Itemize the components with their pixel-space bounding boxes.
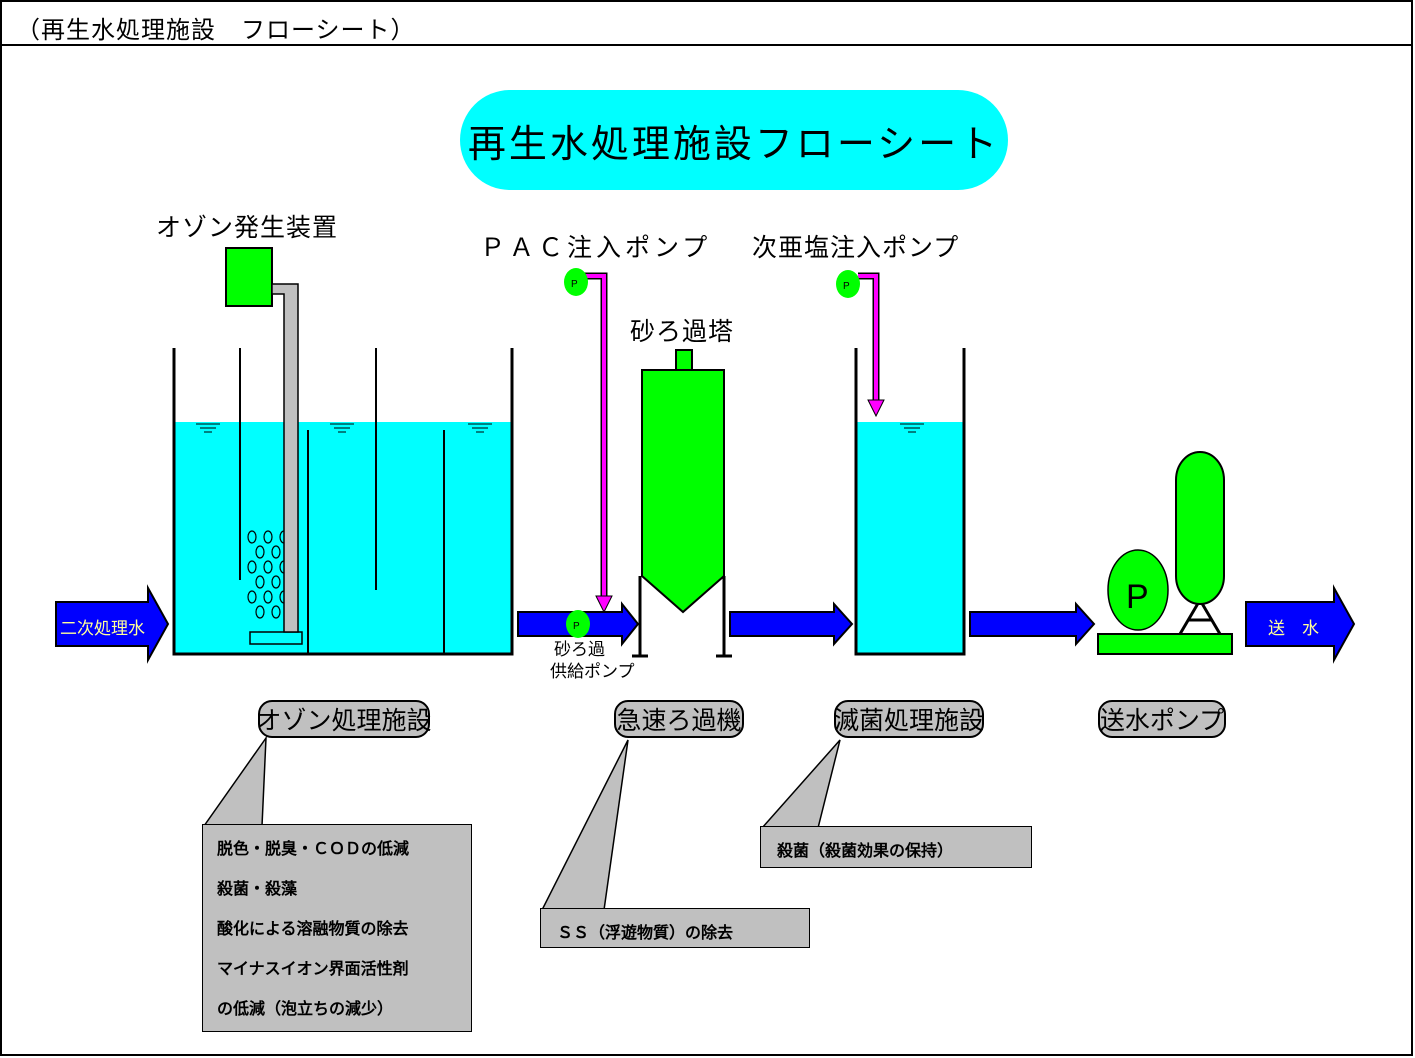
stage-ozone-treatment: オゾン処理施設 (257, 700, 432, 738)
header-frame: （再生水処理施設 フローシート） (0, 0, 1413, 46)
svg-text:P: P (573, 621, 580, 632)
hypochlorite-pump-label: 次亜塩注入ポンプ (752, 233, 960, 262)
svg-text:P: P (1126, 578, 1149, 616)
arrow-to-disinfection (729, 601, 854, 647)
ozone-bubbles (247, 530, 295, 619)
pac-injection-line (584, 272, 613, 614)
callout-ozone-line: 酸化による溶融物質の除去 (217, 919, 409, 938)
disinfection-tank (854, 348, 966, 656)
callout-ozone-line: の低減（泡立ちの減少） (217, 999, 394, 1018)
outlet-label: 送 水 (1268, 619, 1319, 639)
flow-arrows (55, 584, 1356, 664)
page-title: （再生水処理施設 フローシート） (16, 16, 416, 44)
sand-feed-pump-label-2: 供給ポンプ (550, 662, 635, 682)
sand-filter-tower (632, 349, 732, 658)
diagram-banner-title: 再生水処理施設フローシート (460, 90, 1008, 190)
callout-filter-line: ＳＳ（浮遊物質）の除去 (557, 923, 734, 942)
ozone-tank (172, 348, 514, 656)
callout-disinfection-line: 殺菌（殺菌効果の保持） (777, 841, 954, 860)
inlet-label: 二次処理水 (60, 619, 145, 639)
callout-filter: ＳＳ（浮遊物質）の除去 (540, 908, 810, 948)
ozone-generator-label: オゾン発生装置 (156, 213, 339, 242)
stage-disinfection: 滅菌処理施設 (834, 700, 984, 738)
sand-feed-pump-label-1: 砂ろ過 (554, 640, 605, 660)
svg-text:P: P (571, 279, 578, 290)
callout-ozone-line: 脱色・脱臭・ＣＯＤの低減 (217, 839, 410, 858)
callout-ozone-line: 殺菌・殺藻 (217, 879, 298, 898)
arrow-to-pump (969, 601, 1096, 647)
callout-ozone: 脱色・脱臭・ＣＯＤの低減 殺菌・殺藻 酸化による溶融物質の除去 マイナスイオン界… (202, 824, 472, 1032)
transfer-pump (1097, 451, 1233, 655)
pump-icon (564, 268, 860, 638)
stage-transfer-pump: 送水ポンプ (1098, 700, 1226, 738)
ozone-generator (225, 247, 299, 633)
diagram-frame (0, 44, 1413, 1056)
callout-disinfection: 殺菌（殺菌効果の保持） (760, 826, 1032, 868)
outlet-arrow (1245, 584, 1356, 664)
water-level-marks (196, 423, 492, 433)
pac-pump-label: ＰＡＣ注入ポンプ (480, 233, 712, 262)
pump-letters: P P P P (571, 279, 1149, 632)
svg-text:P: P (843, 281, 850, 292)
sand-filter-tower-label: 砂ろ過塔 (630, 317, 735, 346)
stage-rapid-filter: 急速ろ過機 (614, 700, 744, 738)
hypochlorite-injection-line (858, 272, 885, 418)
inlet-arrow (55, 584, 170, 664)
callout-ozone-line: マイナスイオン界面活性剤 (217, 959, 409, 978)
diffuser (249, 631, 303, 645)
